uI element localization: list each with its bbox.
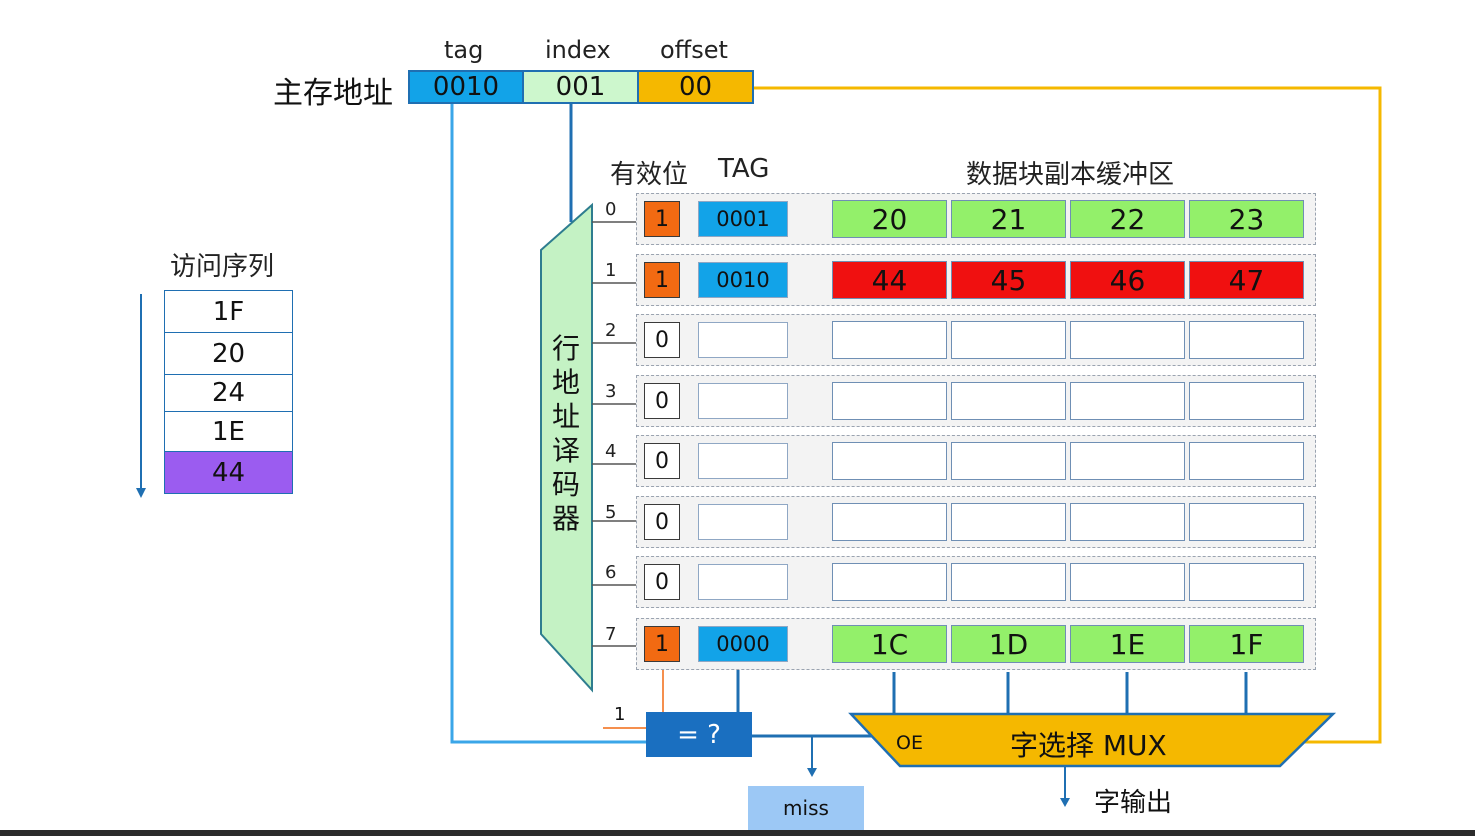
data-block-cell (951, 321, 1066, 359)
tag-cell (698, 322, 788, 358)
valid-bit: 1 (644, 262, 680, 298)
data-block-cell (951, 442, 1066, 480)
valid-bit: 1 (644, 626, 680, 662)
row-number: 3 (605, 381, 617, 402)
data-block-cell: 1C (832, 625, 947, 663)
address-offset-value: 00 (637, 70, 754, 104)
tag-cell (698, 564, 788, 600)
sequence-item: 1F (164, 290, 293, 333)
data-block-cell: 22 (1070, 200, 1185, 238)
header-tag: TAG (718, 154, 770, 184)
miss-output: miss (748, 786, 864, 830)
mux-label: 字选择 MUX (1010, 729, 1167, 762)
mux-oe-label: OE (896, 732, 923, 754)
data-block-cell (1070, 442, 1185, 480)
data-block-cell (951, 563, 1066, 601)
data-block-cell (1070, 563, 1185, 601)
word-output-label: 字输出 (1094, 788, 1173, 818)
data-block-cell (1189, 382, 1304, 420)
tag-cell: 0001 (698, 201, 788, 237)
tag-comparator: = ? (646, 712, 752, 757)
data-block-cell (1189, 563, 1304, 601)
data-block-cell (832, 563, 947, 601)
header-data-buffer: 数据块副本缓冲区 (966, 160, 1175, 190)
data-block-cell (1070, 321, 1185, 359)
tag-cell (698, 504, 788, 540)
row-number: 0 (605, 199, 617, 220)
data-block-cell: 1D (951, 625, 1066, 663)
sequence-item: 1E (164, 411, 293, 452)
decoder-char: 址 (551, 400, 580, 433)
data-block-cell (1189, 442, 1304, 480)
address-tag-value: 0010 (408, 70, 524, 104)
decoder-char: 器 (551, 502, 580, 535)
data-block-cell: 47 (1189, 261, 1304, 299)
decoder-char: 地 (551, 366, 580, 399)
row-number: 7 (605, 624, 617, 645)
data-block-cell: 23 (1189, 200, 1304, 238)
data-block-cell (951, 503, 1066, 541)
offset-wire (754, 86, 1382, 744)
valid-bit: 0 (644, 564, 680, 600)
address-field-offset-name: offset (660, 36, 728, 64)
decoder-char: 行 (551, 332, 580, 365)
data-block-cell (1189, 321, 1304, 359)
data-block-cell: 20 (832, 200, 947, 238)
miss-label: miss (783, 796, 829, 820)
tag-cell: 0000 (698, 626, 788, 662)
decoder-char: 译 (551, 434, 580, 467)
data-block-cell: 44 (832, 261, 947, 299)
valid-bit: 0 (644, 322, 680, 358)
data-block-cell: 1F (1189, 625, 1304, 663)
data-block-cell: 21 (951, 200, 1066, 238)
tag-cell (698, 443, 788, 479)
data-block-cell: 1E (1070, 625, 1185, 663)
decoder-char: 码 (551, 468, 580, 501)
row-number: 2 (605, 320, 617, 341)
address-field-index-name: index (545, 36, 611, 64)
data-block-cell (951, 382, 1066, 420)
tag-cell (698, 383, 788, 419)
data-block-cell (1070, 503, 1185, 541)
sequence-item: 24 (164, 374, 293, 412)
header-valid-bit: 有效位 (610, 160, 689, 190)
address-label: 主存地址 (273, 76, 393, 111)
valid-bit: 0 (644, 443, 680, 479)
row-number: 5 (605, 502, 617, 523)
address-field-tag-name: tag (444, 36, 484, 64)
word-select-mux (848, 712, 1337, 768)
sequence-item: 20 (164, 332, 293, 375)
data-block-cell (832, 382, 947, 420)
data-block-cell (832, 442, 947, 480)
row-number: 4 (605, 441, 617, 462)
data-block-cell (1189, 503, 1304, 541)
data-block-cell (832, 321, 947, 359)
row-number: 6 (605, 562, 617, 583)
data-block-cell (1070, 382, 1185, 420)
valid-bit: 1 (644, 201, 680, 237)
row-number: 1 (605, 260, 617, 281)
data-block-cell: 45 (951, 261, 1066, 299)
comparator-input-value: 1 (614, 704, 626, 725)
tag-cell: 0010 (698, 262, 788, 298)
data-block-cell (832, 503, 947, 541)
sequence-item-current: 44 (164, 451, 293, 494)
data-block-cell: 46 (1070, 261, 1185, 299)
row-decoder (540, 202, 593, 693)
address-index-value: 001 (522, 70, 639, 104)
comparator-label: = ? (677, 719, 721, 750)
sequence-title: 访问序列 (170, 252, 275, 282)
valid-bit: 0 (644, 504, 680, 540)
row-decoder-label: 行 地 址 译 码 器 (548, 332, 584, 536)
valid-bit: 0 (644, 383, 680, 419)
tag-wire (450, 104, 646, 744)
